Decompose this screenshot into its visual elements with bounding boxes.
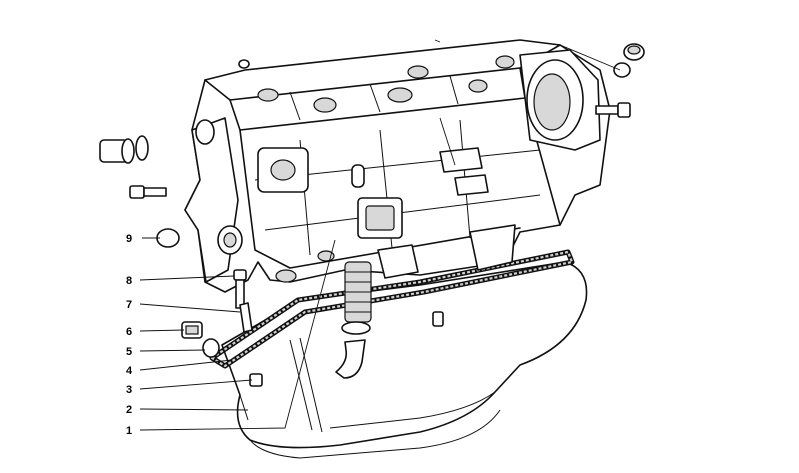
oil-pan-bolt-center (432, 311, 444, 327)
leader-lines (139, 39, 621, 431)
callout-4: 4 (126, 365, 133, 377)
side-plug-and-washer (99, 135, 149, 164)
callout-7: 7 (126, 299, 132, 311)
small-cap-top (238, 59, 250, 69)
callout-labels: 9 8 7 6 5 4 3 2 1 (126, 233, 133, 437)
side-bolt (129, 185, 167, 199)
drain-plug-6 (181, 321, 203, 339)
callout-8: 8 (126, 275, 132, 287)
callout-1: 1 (126, 425, 132, 437)
drain-plug-washer-5 (202, 338, 220, 358)
callout-2: 2 (126, 404, 132, 416)
side-plug-9 (156, 228, 180, 248)
dipstick-bolt-8 (233, 269, 247, 309)
callout-6: 6 (126, 326, 132, 338)
stud-7 (239, 302, 253, 333)
callout-9: 9 (126, 233, 132, 245)
oil-pickup-strainer (335, 261, 372, 379)
engine-block (184, 39, 611, 293)
cap-plug-top (623, 43, 645, 61)
callout-5: 5 (126, 346, 132, 358)
oil-pan (221, 261, 588, 459)
rear-bolt (595, 102, 631, 118)
callout-3: 3 (126, 384, 132, 396)
oil-pan-gasket (209, 249, 575, 369)
cap-plug-bottom (613, 62, 631, 78)
